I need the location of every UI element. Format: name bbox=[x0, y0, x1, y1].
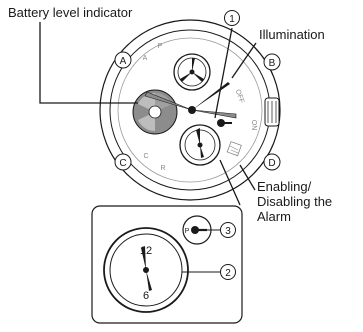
detail-inset: 12 6 P 3 2 bbox=[91, 205, 243, 324]
bezel-marks: A P OFF ON C R bbox=[143, 43, 257, 172]
bottom-subdial bbox=[179, 124, 221, 166]
detail-mark-p: P bbox=[185, 228, 190, 235]
button-c: C bbox=[114, 153, 132, 171]
callout-1: 1 bbox=[224, 10, 240, 26]
button-c-label: C bbox=[119, 158, 126, 169]
callout-1-leader bbox=[214, 27, 233, 119]
button-d: D bbox=[263, 153, 281, 171]
callout-3-label: 3 bbox=[225, 226, 231, 237]
button-b: B bbox=[263, 53, 281, 71]
button-a-label: A bbox=[120, 56, 127, 67]
bezel-mark-p: P bbox=[158, 43, 163, 50]
illumination-label: Illumination bbox=[259, 27, 325, 42]
top-subdial bbox=[173, 53, 211, 91]
detail-leader bbox=[219, 159, 241, 206]
bezel-mark-r: R bbox=[160, 165, 165, 172]
battery-leader bbox=[39, 22, 138, 104]
bezel-mark-off: OFF bbox=[234, 89, 245, 105]
button-b-label: B bbox=[269, 58, 276, 69]
illumination-leader bbox=[231, 42, 257, 79]
bezel-mark-a: A bbox=[143, 55, 148, 62]
enabling-label-line-3: Alarm bbox=[257, 209, 291, 224]
callout-1-label: 1 bbox=[229, 14, 235, 25]
enabling-label-line-1: Enabling/ bbox=[257, 179, 312, 194]
battery-level-label: Battery level indicator bbox=[8, 5, 133, 20]
alarm-indicator bbox=[217, 119, 232, 127]
enabling-alarm-label: Enabling/ Disabling the Alarm bbox=[257, 179, 332, 224]
button-d-label: D bbox=[268, 158, 275, 169]
leader-lines bbox=[39, 22, 257, 206]
crown bbox=[264, 97, 280, 127]
enabling-label-line-2: Disabling the bbox=[257, 194, 333, 209]
bezel-mark-c: C bbox=[143, 153, 148, 160]
bezel-mark-on: ON bbox=[250, 120, 257, 131]
detail-numeral-6: 6 bbox=[143, 290, 149, 302]
logo-mark bbox=[226, 141, 242, 157]
enable-leader bbox=[239, 164, 256, 191]
callout-2-label: 2 bbox=[225, 268, 231, 279]
button-a: A bbox=[114, 51, 132, 69]
